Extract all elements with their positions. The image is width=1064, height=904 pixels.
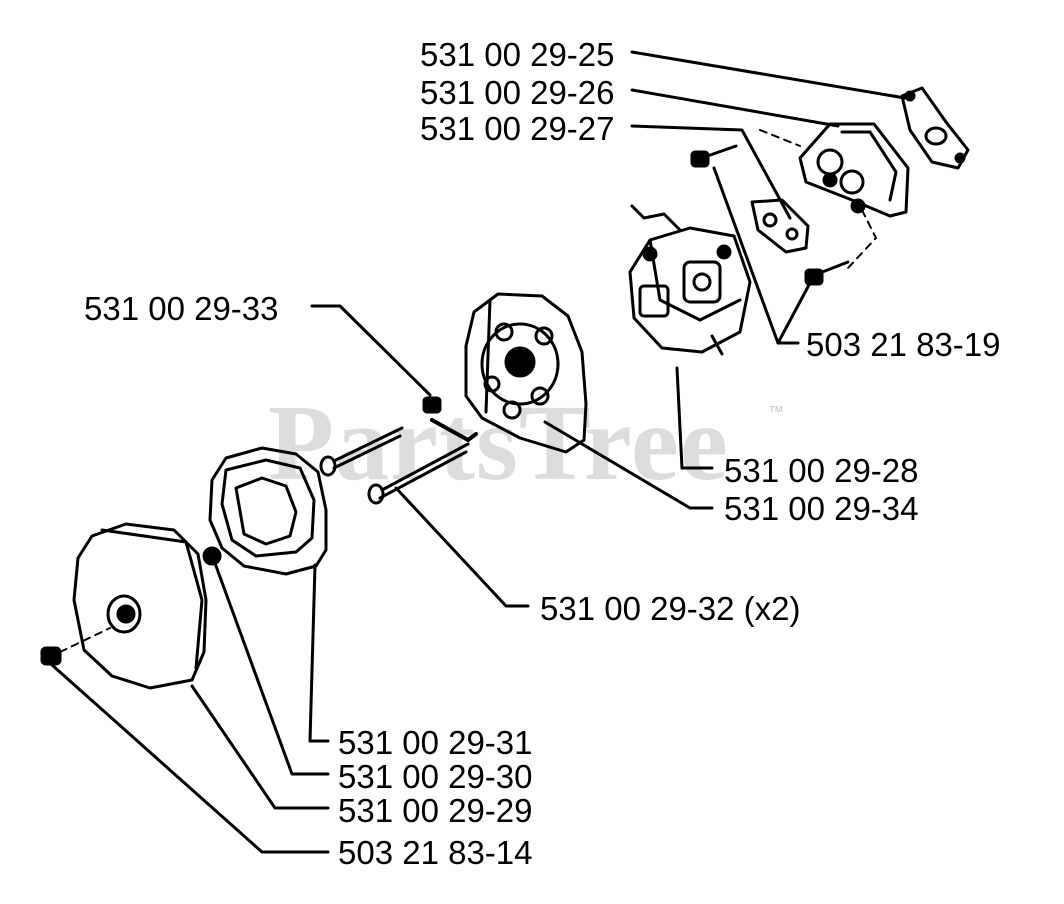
callout-531-00-29-31: 531 00 29-31 [338,724,533,761]
leader-lines [50,50,907,854]
gasket-middle [750,198,810,254]
callout-503-21-83-19: 503 21 83-19 [806,326,1001,363]
leader-c7 [543,420,714,510]
callout-531-00-29-34: 531 00 29-34 [724,490,919,527]
leader-c4 [310,304,432,397]
trademark-mark: ™ [768,404,784,421]
leader-c5b [776,281,812,345]
callout-531-00-29-28: 531 00 29-28 [724,452,919,489]
leader-c1 [630,50,907,100]
gasket-top [900,86,970,170]
leader-c6 [675,366,714,470]
callout-531-00-29-26: 531 00 29-26 [420,74,615,111]
carburetor [628,204,752,356]
callout-531-00-29-29: 531 00 29-29 [338,792,533,829]
intake-adapter [759,122,910,269]
leader-c11 [190,684,330,810]
callout-531-00-29-25: 531 00 29-25 [420,36,615,73]
screws-upper [690,144,850,286]
leader-c2 [630,88,840,128]
callout-531-00-29-33: 531 00 29-33 [84,290,279,327]
callout-531-00-29-32: 531 00 29-32 (x2) [540,590,801,627]
filter-base [422,292,588,454]
leader-c10 [210,553,330,776]
leader-c12 [50,663,330,854]
leader-c8 [394,486,530,608]
callout-503-21-83-14: 503 21 83-14 [338,834,533,871]
filter-cover [40,522,208,690]
callout-531-00-29-27: 531 00 29-27 [420,110,615,147]
watermark: PartsTree [268,384,729,503]
leader-c3 [630,124,792,220]
bolts [319,426,470,505]
leader-c9 [308,563,330,743]
callout-531-00-29-30: 531 00 29-30 [338,758,533,795]
filter-element [202,446,328,576]
